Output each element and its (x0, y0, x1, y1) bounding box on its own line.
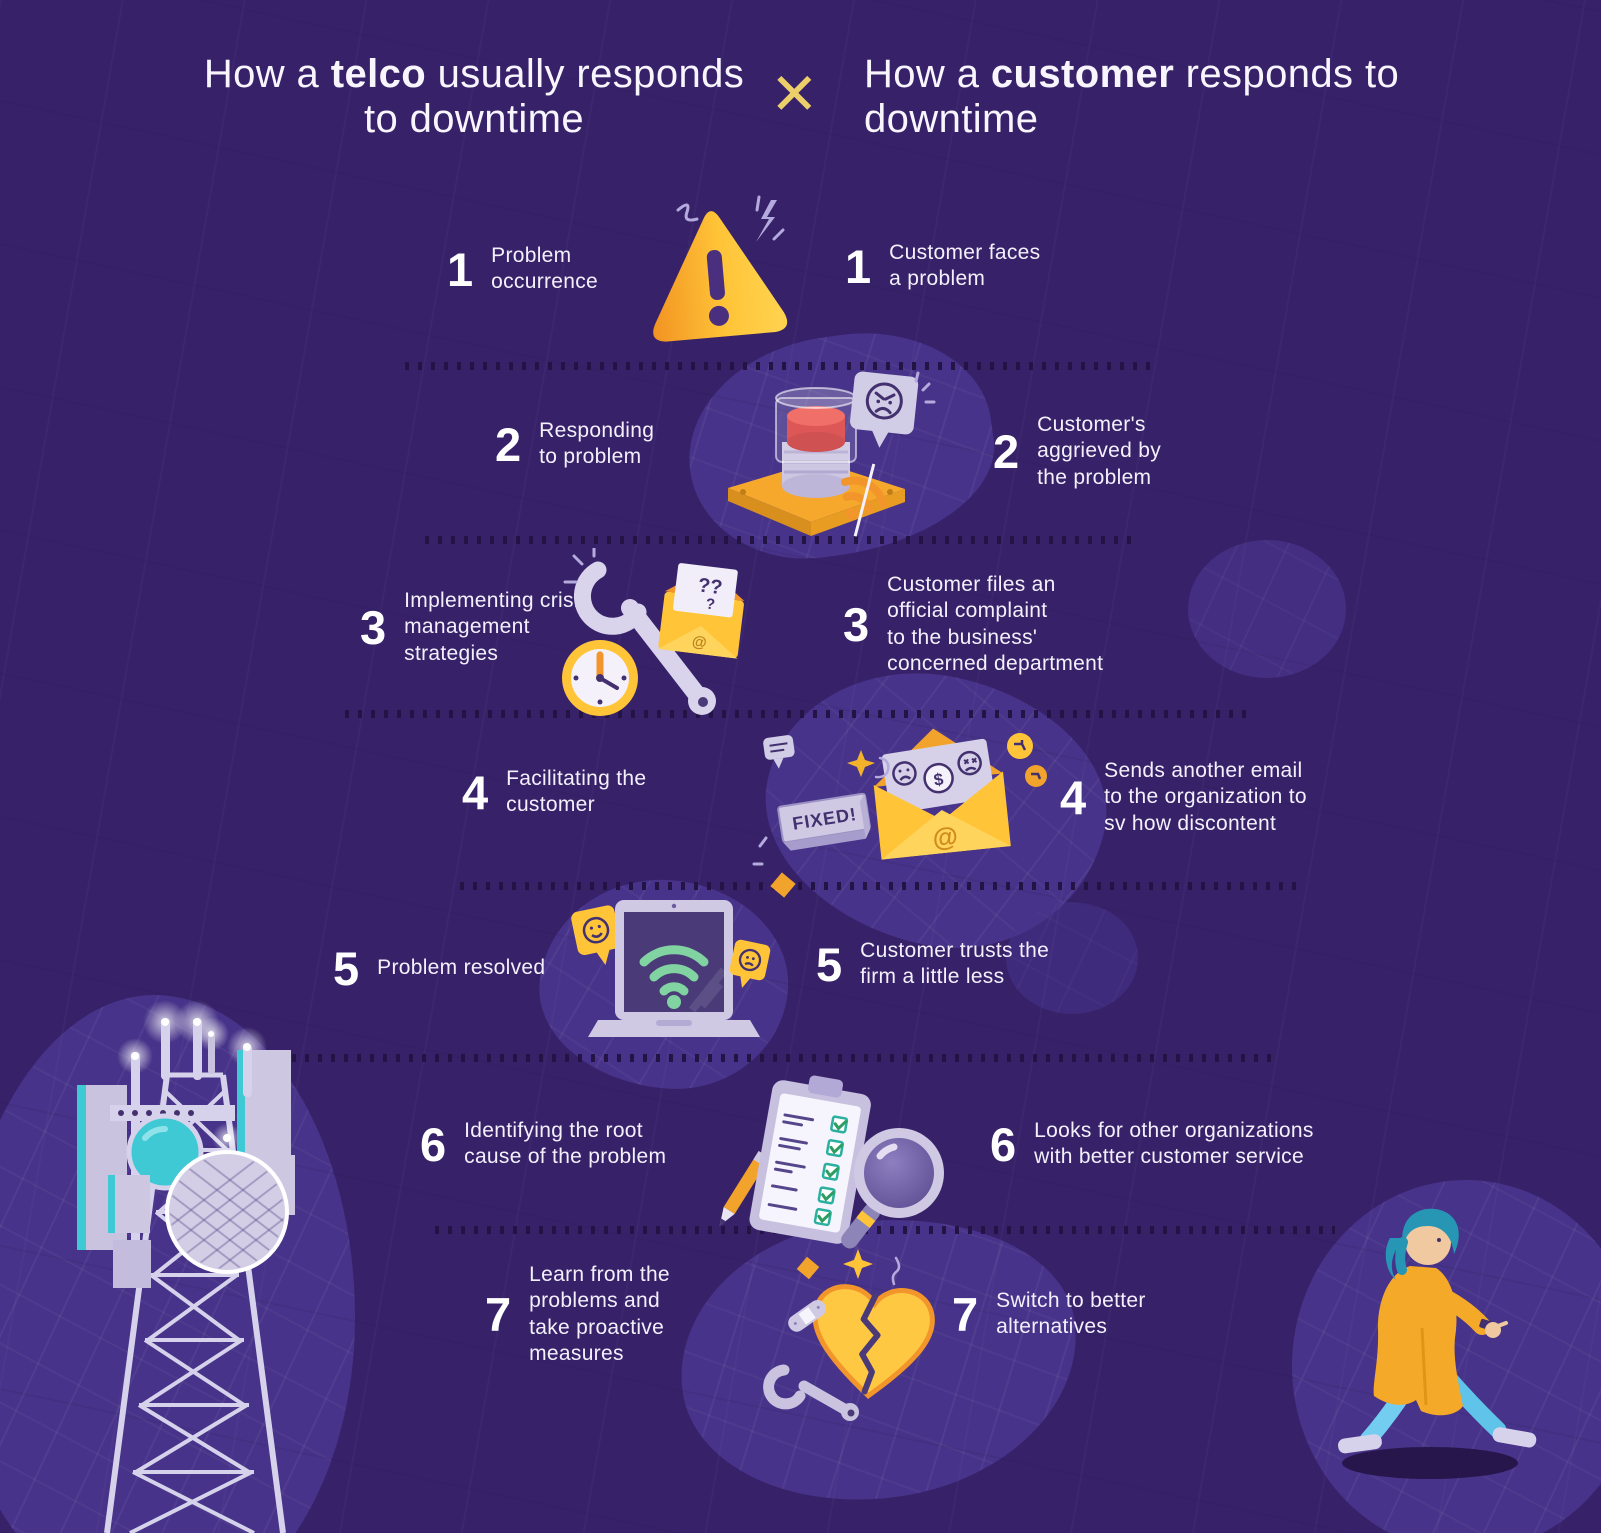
wifi-off-icon (840, 463, 888, 537)
telco-step-7: 7 Learn from the problems and take proac… (485, 1262, 670, 1368)
telco-step-1: 1 Problem occurrence (447, 243, 598, 296)
telco-step-5: 5 Problem resolved (333, 945, 545, 992)
root-cause-search-icon (719, 1075, 944, 1249)
chat-bubble-icon (763, 735, 795, 769)
decorative-blob (1006, 902, 1138, 1014)
customer-title: How a customer responds to downtime (864, 52, 1424, 142)
question-mail-icon: ?? ? @ (657, 563, 745, 659)
step-number: 5 (333, 942, 360, 995)
telco-title: How a telco usually responds to downtime (193, 52, 755, 142)
telco-step-4: 4 Facilitating the customer (462, 766, 646, 819)
svg-text:??: ?? (697, 574, 724, 599)
magnifier-icon (841, 1128, 944, 1249)
star-sparkle-icon (847, 750, 875, 777)
customer-step-label: Looks for other organizations with bette… (1034, 1119, 1314, 1169)
step-number: 4 (1060, 771, 1087, 825)
checklist-clipboard-icon (749, 1075, 871, 1244)
telco-step-label: Problem resolved (377, 956, 546, 980)
step-number: 1 (447, 242, 474, 296)
dotted-separator (425, 536, 1137, 544)
step-number: 5 (816, 937, 843, 991)
fixed-badge-icon: FIXED! (777, 792, 871, 851)
telco-step-label: Learn from the problems and take proacti… (529, 1263, 670, 1366)
dotted-separator (435, 1226, 1335, 1234)
complaint-email-icon: $ @ FIXED! (752, 728, 1047, 898)
customer-step-label: Customer trusts the firm a little less (860, 939, 1050, 989)
telco-step-label: Facilitating the customer (506, 767, 647, 817)
warning-triangle-icon (653, 195, 788, 342)
sad-bubble-icon (729, 939, 771, 988)
title-text: How a (203, 52, 331, 96)
dotted-separator (292, 1054, 1280, 1062)
dotted-separator (405, 362, 1150, 370)
step-number: 3 (843, 598, 870, 652)
diamond-sparkle-icon (770, 872, 796, 898)
customer-step-label: Sends another email to the organization … (1104, 759, 1307, 835)
customer-step-label: Customer faces a problem (889, 241, 1041, 291)
customer-step-7: 7 Switch to better alternatives (952, 1288, 1146, 1341)
telco-step-6: 6 Identifying the root cause of the prob… (420, 1118, 666, 1171)
broken-heart-icon (763, 1249, 935, 1421)
customer-step-1: 1 Customer faces a problem (845, 240, 1040, 293)
crisis-tools-icon: ?? ? @ (562, 548, 745, 716)
step-number: 6 (420, 1117, 447, 1171)
diamond-sparkle-icon (796, 1256, 820, 1280)
dotted-separator (460, 882, 1305, 890)
customer-step-5: 5 Customer trusts the firm a little less (816, 938, 1049, 991)
svg-text:@: @ (931, 821, 959, 853)
bandage-icon (788, 1299, 827, 1332)
thumbs-down-chips-icon (1007, 733, 1047, 787)
versus-x-icon: ✕ (770, 62, 819, 127)
wrench-icon (563, 548, 716, 715)
emergency-button-icon (728, 371, 936, 537)
step-number: 7 (485, 1288, 512, 1342)
telco-step-2: 2 Responding to problem (495, 418, 654, 471)
customer-step-2: 2 Customer's aggrieved by the problem (993, 412, 1161, 491)
wrench-icon (763, 1364, 859, 1421)
walking-person-illustration (1338, 1208, 1537, 1479)
step-number: 2 (993, 425, 1020, 479)
step-number: 2 (495, 417, 522, 471)
step-number: 6 (990, 1117, 1017, 1171)
customer-step-label: Switch to better alternatives (996, 1289, 1146, 1339)
customer-step-6: 6 Looks for other organizations with bet… (990, 1118, 1314, 1171)
step-number: 4 (462, 765, 489, 819)
telco-step-label: Implementing crisis management strategie… (404, 589, 590, 665)
customer-step-3: 3 Customer files an official complaint t… (843, 572, 1103, 678)
title-bold-word: customer (990, 52, 1175, 96)
svg-text:$: $ (932, 769, 945, 789)
svg-text:?: ? (705, 595, 716, 613)
laptop-wifi-icon (571, 900, 771, 1037)
smiley-bubble-icon (571, 905, 621, 966)
telco-step-3: 3 Implementing crisis management strateg… (360, 588, 590, 667)
open-envelope-icon: $ @ (873, 728, 1011, 860)
title-bold-word: telco (330, 52, 427, 96)
dotted-separator (345, 710, 1250, 718)
star-sparkle-icon (843, 1249, 873, 1279)
customer-step-4: 4 Sends another email to the organizatio… (1060, 758, 1307, 837)
step-number: 3 (360, 601, 387, 655)
title-text: How a (864, 52, 991, 96)
customer-step-label: Customer files an official complaint to … (887, 573, 1104, 676)
title-text: usually responds to downtime (363, 52, 745, 142)
decorative-blob (1188, 540, 1346, 678)
step-number: 7 (952, 1287, 979, 1341)
title-text: responds to downtime (864, 52, 1400, 142)
cell-tower-illustration (77, 1000, 295, 1533)
svg-text:@: @ (691, 633, 708, 652)
telco-step-label: Responding to problem (539, 419, 655, 469)
step-number: 1 (845, 239, 872, 293)
telco-step-label: Problem occurrence (491, 244, 599, 294)
customer-step-label: Customer's aggrieved by the problem (1037, 413, 1161, 489)
telco-step-label: Identifying the root cause of the proble… (464, 1119, 667, 1169)
angry-face-bubble-icon (850, 371, 919, 448)
clock-icon (562, 640, 638, 716)
